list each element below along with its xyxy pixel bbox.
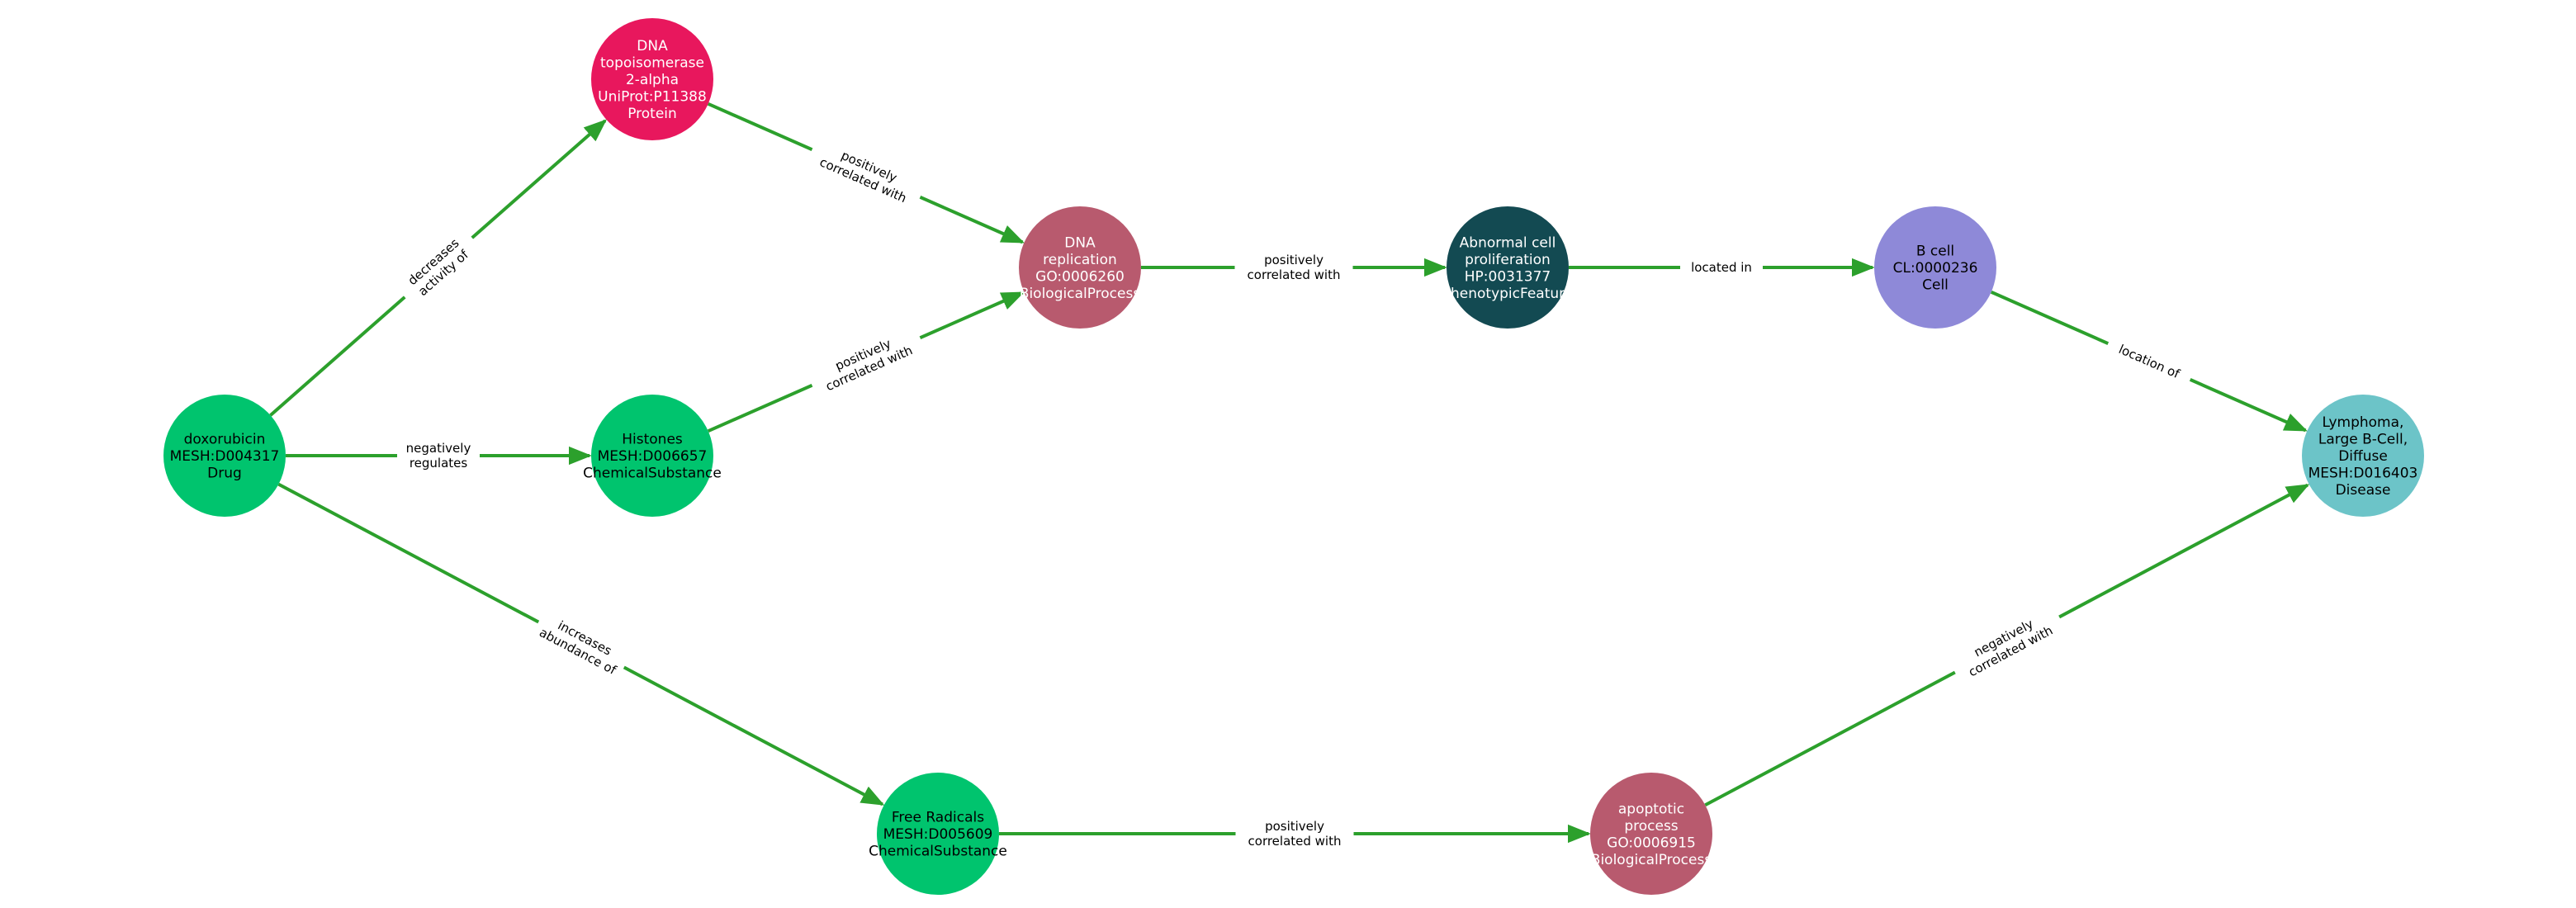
edge-label-abnormal_prolif-to-b_cell: located in <box>1680 258 1763 277</box>
node-label-line: proliferation <box>1465 252 1551 268</box>
node-label-line: GO:0006915 <box>1607 835 1696 851</box>
node-label-line: Large B-Cell, <box>2318 432 2408 448</box>
edge-label-background <box>397 438 480 473</box>
node-label-line: Abnormal cell <box>1460 234 1556 251</box>
node-circle <box>1590 773 1712 895</box>
node-label-line: topoisomerase <box>600 55 704 72</box>
node-label-line: replication <box>1043 252 1117 268</box>
edge-label-line: negatively <box>406 441 471 456</box>
node-circle <box>1019 206 1141 329</box>
edge-label-apoptotic-to-lymphoma: negativelycorrelated with <box>1947 601 2067 688</box>
node-label-line: HP:0031377 <box>1465 268 1551 285</box>
edge-label-background <box>393 225 484 310</box>
node-label-line: UniProt:P11388 <box>598 89 707 106</box>
node-label-line: CL:0000236 <box>1893 260 1978 277</box>
node-label-line: doxorubicin <box>184 432 266 448</box>
edge-label-line: correlated with <box>1248 267 1341 282</box>
edge-label-background <box>805 133 927 214</box>
node-circle <box>591 18 713 140</box>
edge-label-line: positively <box>1264 253 1324 267</box>
node-label-line: MESH:D006657 <box>598 448 708 465</box>
edge-label-background <box>2104 334 2195 389</box>
edge-label-background <box>805 321 927 402</box>
edge-label-line: positively <box>1265 819 1324 834</box>
node-label-line: Disease <box>2336 482 2391 499</box>
node-label-line: MESH:D005609 <box>883 826 993 843</box>
node-circle <box>877 773 999 895</box>
node-circle <box>163 395 286 517</box>
node-label-line: ChemicalSubstance <box>869 844 1007 860</box>
node-label-line: DNA <box>637 38 668 54</box>
edges-layer <box>269 102 2310 844</box>
edge-label-line: located in <box>1691 260 1752 275</box>
edge-label-text: located in <box>1691 260 1752 275</box>
node-circle <box>1874 206 1996 329</box>
node-circle <box>591 395 713 517</box>
node-label-line: apoptotic <box>1618 801 1684 817</box>
node-circle <box>1447 206 1569 329</box>
node-label-line: B cell <box>1916 244 1954 260</box>
edge-label-histones-to-dna_replication: positivelycorrelated with <box>805 321 927 402</box>
edge-label-line: correlated with <box>1248 834 1342 849</box>
node-label-line: MESH:D016403 <box>2308 466 2418 482</box>
edge-label-doxorubicin-to-free_radicals: increasesabundance of <box>530 606 632 683</box>
node-label-line: Lymphoma, <box>2323 414 2404 431</box>
node-label-line: DNA <box>1064 234 1096 251</box>
node-label-line: BiologicalProcess <box>1591 852 1712 868</box>
node-label-line: MESH:D004317 <box>170 448 280 465</box>
node-circle <box>2302 395 2424 517</box>
node-label-line: Diffuse <box>2338 448 2388 465</box>
edge-label-doxorubicin-to-topo2a: decreasesactivity of <box>393 225 484 310</box>
node-label-line: ChemicalSubstance <box>583 466 722 482</box>
node-label-line: GO:0006260 <box>1035 268 1125 285</box>
node-label-line: Histones <box>622 432 683 448</box>
node-label-line: 2-alpha <box>626 72 679 88</box>
node-label-line: BiologicalProcess <box>1020 286 1141 302</box>
node-label-line: Free Radicals <box>892 810 984 826</box>
node-label-line: process <box>1624 818 1678 835</box>
edge-label-topo2a-to-dna_replication: positivelycorrelated with <box>805 133 927 214</box>
node-label-line: Protein <box>627 106 677 122</box>
node-label-line: PhenotypicFeature <box>1442 286 1574 302</box>
node-label-line: Cell <box>1922 277 1949 294</box>
edge-label-background <box>1235 816 1354 851</box>
edge-label-background <box>1680 258 1763 277</box>
edge-label-background <box>530 606 632 683</box>
edge-label-background <box>1234 250 1353 285</box>
node-label-line: Drug <box>207 466 242 482</box>
edge-label-b_cell-to-lymphoma: location of <box>2104 334 2195 389</box>
edge-label-background <box>1947 601 2067 688</box>
edge-label-line: regulates <box>410 456 468 471</box>
